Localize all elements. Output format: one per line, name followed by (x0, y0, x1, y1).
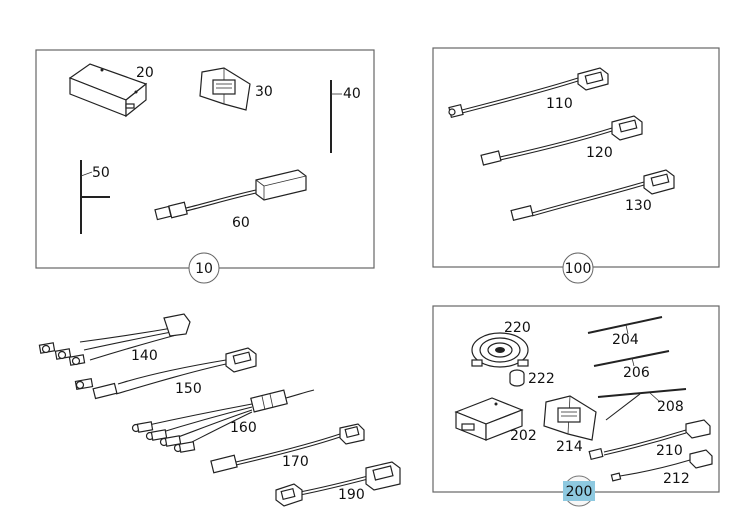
part-204-strip[interactable] (587, 316, 663, 335)
label-206: 206 (623, 365, 650, 381)
part-120-cable[interactable] (480, 115, 643, 166)
label-202: 202 (510, 428, 537, 444)
part-130-cable[interactable] (510, 169, 675, 221)
label-170: 170 (282, 454, 309, 470)
label-208: 208 (657, 399, 684, 415)
part-190-cable[interactable] (275, 461, 401, 507)
part-214-manual[interactable] (543, 395, 597, 441)
group-10-label: 10 (195, 261, 213, 277)
part-30-manual[interactable] (199, 67, 251, 111)
part-160-cable[interactable] (131, 389, 315, 453)
label-50: 50 (92, 165, 110, 181)
label-30: 30 (255, 84, 273, 100)
part-206-strip[interactable] (593, 350, 670, 367)
group-200-callout[interactable]: 200 (563, 475, 595, 507)
label-20: 20 (136, 65, 154, 81)
part-220-speaker[interactable] (471, 332, 529, 368)
group-200-label: 200 (566, 484, 593, 500)
label-212: 212 (663, 471, 690, 487)
label-60: 60 (232, 215, 250, 231)
label-220: 220 (504, 320, 531, 336)
group-100: 110 120 130 100 (432, 47, 720, 284)
label-222: 222 (528, 371, 555, 387)
part-40-rod[interactable] (330, 80, 342, 153)
part-170-cable[interactable] (210, 423, 365, 474)
group-100-frame (432, 47, 720, 268)
part-110-cable[interactable] (448, 67, 609, 119)
label-190: 190 (338, 487, 365, 503)
label-40: 40 (343, 86, 361, 102)
part-202-module[interactable] (454, 397, 524, 441)
part-212-cable[interactable] (610, 449, 713, 482)
label-140: 140 (131, 348, 158, 364)
group-10: 20 30 40 50 (35, 49, 375, 284)
label-130: 130 (625, 198, 652, 214)
part-50-bracket[interactable] (80, 160, 110, 234)
group-100-callout[interactable]: 100 (562, 252, 594, 284)
label-150: 150 (175, 381, 202, 397)
group-200-highlight (563, 481, 595, 501)
group-10-callout[interactable]: 10 (188, 252, 220, 284)
part-20-module[interactable] (68, 63, 148, 118)
part-140-cable[interactable] (38, 313, 191, 366)
label-120: 120 (586, 145, 613, 161)
part-60-adapter-cable[interactable] (154, 169, 307, 221)
part-210-cable[interactable] (588, 419, 711, 461)
label-160: 160 (230, 420, 257, 436)
group-200: 220 222 202 214 204 (432, 305, 720, 507)
part-150-cable[interactable] (74, 347, 257, 400)
part-208-wiring[interactable] (597, 388, 687, 421)
label-204: 204 (612, 332, 639, 348)
part-222-grommet[interactable] (509, 369, 525, 387)
label-210: 210 (656, 443, 683, 459)
label-110: 110 (546, 96, 573, 112)
group-100-label: 100 (565, 261, 592, 277)
label-214: 214 (556, 439, 583, 455)
